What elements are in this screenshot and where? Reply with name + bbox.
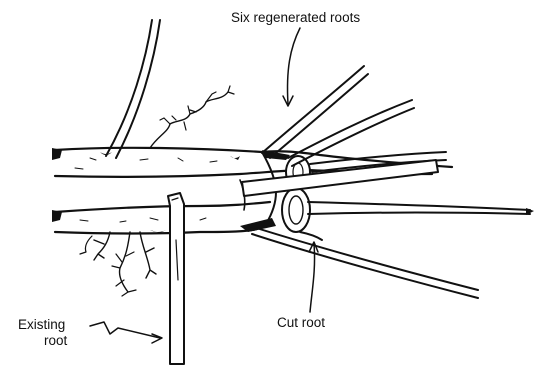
cut-root-section xyxy=(282,156,310,232)
leader-existing-root xyxy=(90,322,160,338)
leader-cut-root xyxy=(310,244,315,312)
label-six-regenerated-roots: Six regenerated roots xyxy=(231,10,360,25)
label-existing-root-line1: Existing xyxy=(18,317,65,332)
fibrous-roots-upper xyxy=(150,86,234,148)
label-existing-root-line2: root xyxy=(44,333,67,348)
existing-root-stake xyxy=(168,193,184,364)
lower-main-root xyxy=(52,202,270,234)
leader-regenerated-roots xyxy=(288,28,301,104)
root-tip-detail xyxy=(300,232,322,240)
regenerated-root-5 xyxy=(308,202,534,215)
regenerated-root-4 xyxy=(242,160,438,196)
fibrous-roots-lower xyxy=(80,232,156,296)
existing-root-upper xyxy=(106,20,160,158)
regenerated-root-6 xyxy=(250,226,478,298)
label-cut-root: Cut root xyxy=(277,315,325,330)
